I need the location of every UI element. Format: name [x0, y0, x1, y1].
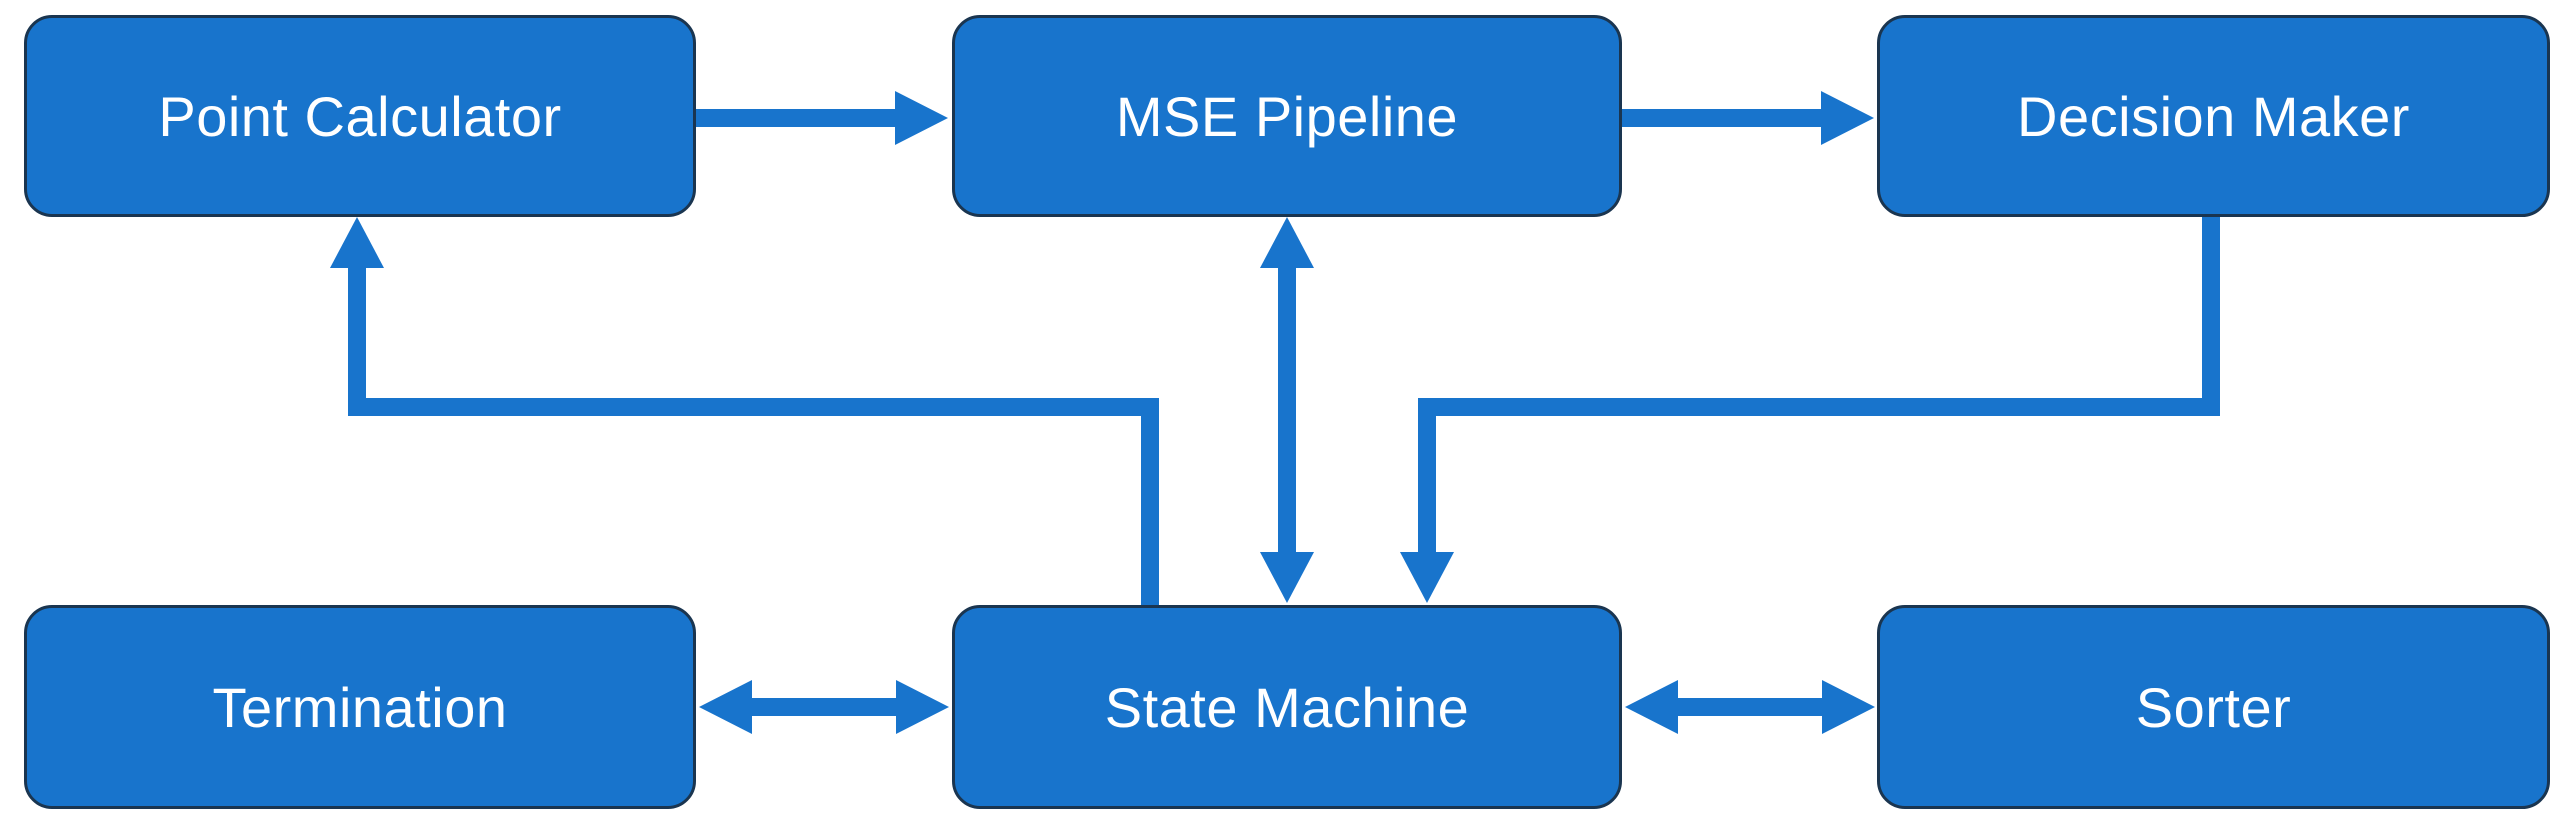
point-calculator-block: Point Calculator: [24, 15, 696, 217]
arrow-point-calculator-to-mse-pipeline: [696, 91, 948, 145]
point-calculator-label: Point Calculator: [158, 84, 562, 148]
termination-label: Termination: [212, 675, 508, 739]
state-machine-label: State Machine: [1104, 675, 1470, 739]
state-machine-block: State Machine: [952, 605, 1622, 809]
arrow-state-machine-sorter-bidirectional: [1625, 680, 1875, 734]
arrow-mse-pipeline-to-decision-maker: [1622, 91, 1874, 145]
arrow-state-machine-to-point-calculator: [330, 217, 1159, 605]
arrow-decision-maker-to-state-machine: [1400, 217, 2220, 603]
termination-block: Termination: [24, 605, 696, 809]
arrow-termination-state-machine-bidirectional: [699, 680, 949, 734]
arrow-mse-pipeline-state-machine-bidirectional: [1260, 217, 1314, 603]
mse-pipeline-block: MSE Pipeline: [952, 15, 1622, 217]
sorter-block: Sorter: [1877, 605, 2550, 809]
decision-maker-block: Decision Maker: [1877, 15, 2550, 217]
decision-maker-label: Decision Maker: [2017, 84, 2410, 148]
sorter-label: Sorter: [2135, 675, 2292, 739]
mse-pipeline-label: MSE Pipeline: [1115, 84, 1459, 148]
